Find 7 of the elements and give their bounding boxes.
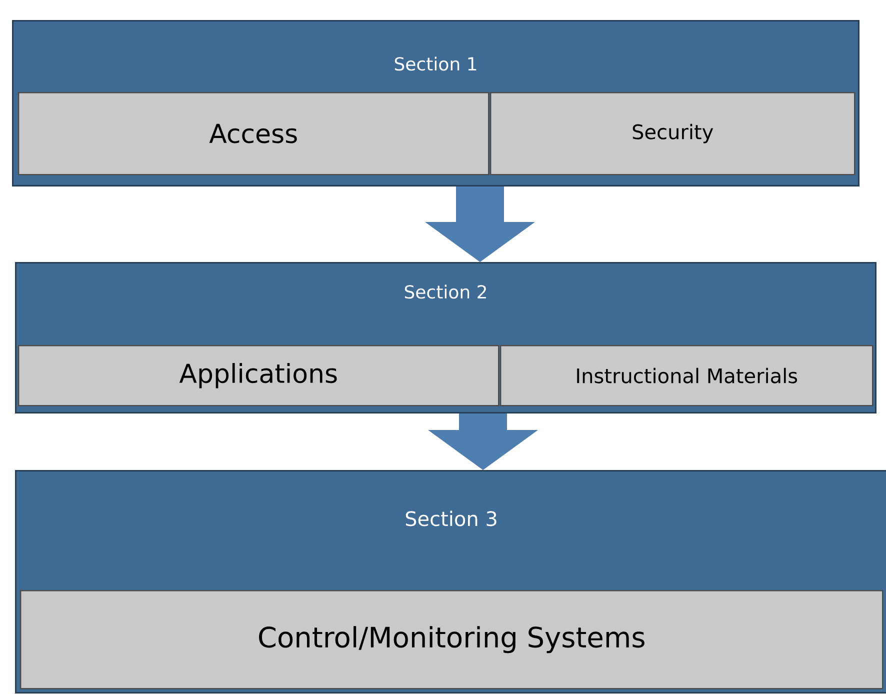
item-box: Security <box>490 92 856 176</box>
item-box: Instructional Materials <box>500 345 874 406</box>
item-box: Control/Monitoring Systems <box>20 590 884 690</box>
block-arrow <box>428 414 538 470</box>
item-box: Applications <box>18 345 500 406</box>
item-box: Access <box>18 92 490 176</box>
block-arrow <box>425 186 535 262</box>
